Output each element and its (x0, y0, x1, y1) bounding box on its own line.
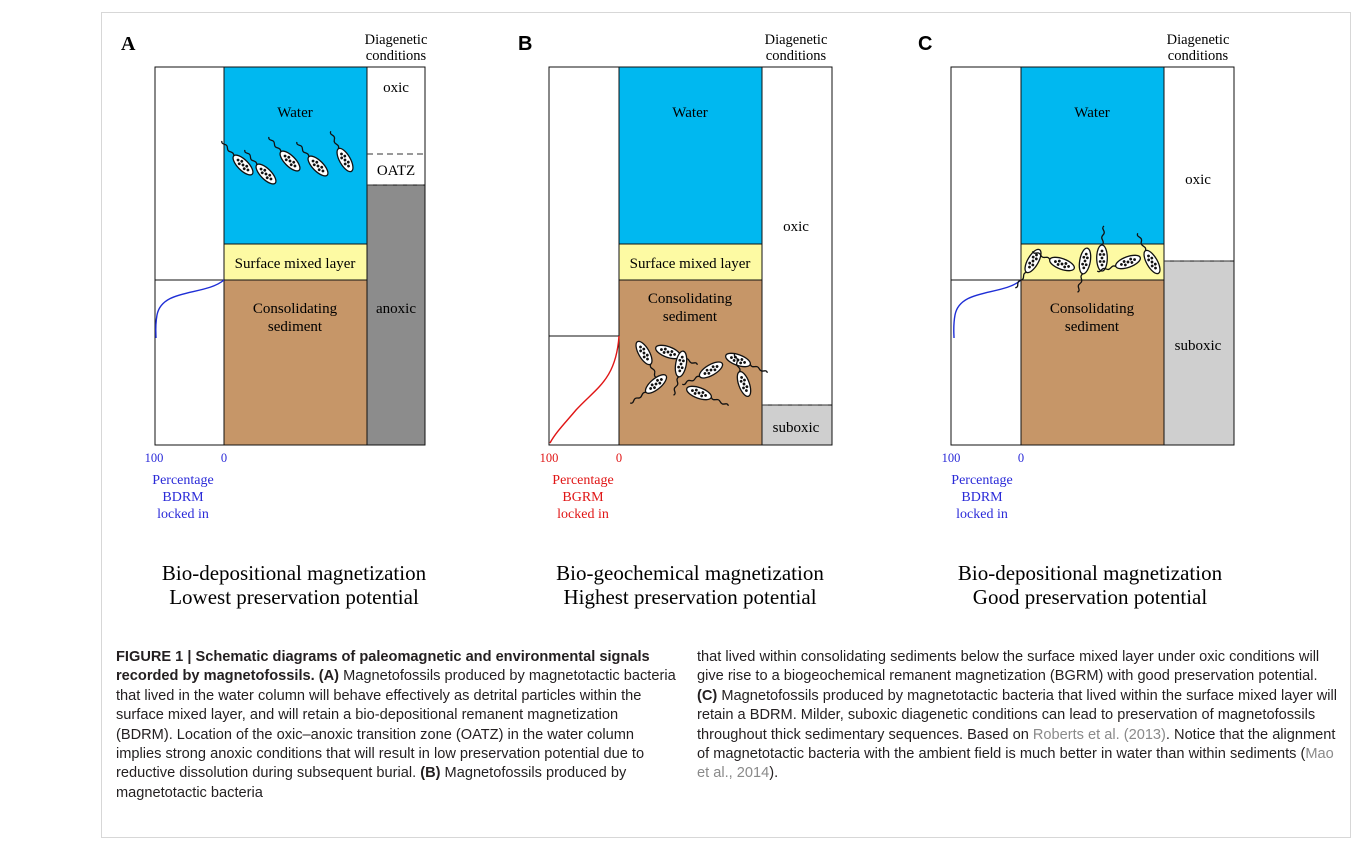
panel-a: A Diagenetic conditions Water Surface mi… (121, 32, 427, 609)
zone-suboxic: suboxic (1175, 338, 1222, 354)
caption-text-c: Magnetofossils produced by magnetotactic… (697, 687, 1337, 743)
axis-0: 0 (616, 451, 622, 465)
diag-suboxic-zone (761, 404, 833, 446)
water-layer (1021, 67, 1164, 244)
caption-text-b: Magnetofossils produced by magnetotactic… (116, 765, 627, 801)
sediment-label-line2: sediment (1065, 319, 1120, 335)
water-layer (619, 67, 762, 244)
sediment-label-line1: Consolidating (1050, 301, 1135, 317)
surface-mixed-layer (224, 244, 367, 280)
curve-label-line1: Percentage (951, 473, 1012, 488)
diag-heading-line2: conditions (766, 48, 827, 64)
panel-letter: A (121, 33, 136, 55)
figure-caption-left: FIGURE 1 | Schematic diagrams of paleoma… (116, 648, 676, 803)
caption-text-mid: . Notice that the alignment of magnetota… (697, 726, 1336, 763)
bdrm-curve (155, 279, 225, 339)
water-label: Water (672, 105, 707, 121)
diag-oxic-zone (761, 66, 833, 406)
zone-suboxic: suboxic (773, 420, 820, 436)
curve-label-line2: BGRM (562, 490, 604, 505)
curve-label-line3: locked in (956, 507, 1008, 522)
water-label: Water (1074, 105, 1109, 121)
zone-oxic: oxic (783, 219, 809, 235)
sediment-label-line1: Consolidating (253, 301, 338, 317)
curve-box (154, 66, 225, 446)
diag-heading-line1: Diagenetic (1167, 32, 1230, 48)
axis-100: 100 (540, 451, 559, 465)
panel-b: B Diagenetic conditions Water Surface mi… (518, 32, 833, 609)
citation-link[interactable]: Mao et al., 2014 (697, 746, 1334, 782)
diag-anoxic-zone (366, 184, 426, 446)
sediment-layer (1021, 280, 1164, 445)
sediment-label-line2: sediment (268, 319, 323, 335)
axis-0: 0 (221, 451, 227, 465)
curve-box (548, 66, 620, 446)
caption-text-end: ). (769, 765, 779, 782)
figure-caption-right: that lived within consolidating sediment… (697, 648, 1337, 784)
surface-mixed-layer (1021, 244, 1164, 280)
panel-title-line2: Good preservation potential (973, 585, 1208, 609)
diag-heading-line2: conditions (1168, 48, 1229, 64)
zone-anoxic: anoxic (376, 301, 416, 317)
curve-label-line3: locked in (557, 507, 609, 522)
panel-c: C Diagenetic conditions Water Consolidat… (918, 32, 1235, 609)
water-label: Water (277, 105, 312, 121)
panel-letter: C (918, 33, 932, 55)
bgrm-curve (549, 335, 620, 444)
caption-tag-c: (C) (697, 687, 718, 704)
sml-label: Surface mixed layer (235, 256, 356, 272)
panel-title-line1: Bio-depositional magnetization (162, 561, 427, 585)
figure-frame (101, 12, 1351, 838)
curve-label-line1: Percentage (152, 473, 213, 488)
axis-100: 100 (942, 451, 961, 465)
curve-label-line2: BDRM (961, 490, 1003, 505)
axis-100: 100 (145, 451, 164, 465)
diag-heading-line2: conditions (366, 48, 427, 64)
caption-tag-a: (A) (318, 668, 340, 685)
curve-label-line1: Percentage (552, 473, 613, 488)
sediment-layer (224, 280, 367, 445)
caption-tag-b: (B) (420, 765, 441, 782)
diag-heading-line1: Diagenetic (365, 32, 428, 48)
diag-oxic-zone (366, 66, 426, 186)
curve-box (950, 66, 1022, 446)
surface-mixed-layer (619, 244, 762, 280)
caption-text-a: Magnetofossils produced by magnetotactic… (116, 668, 676, 782)
diag-suboxic-zone (1163, 260, 1235, 446)
sml-label: Surface mixed layer (630, 256, 751, 272)
sediment-label-line2: sediment (663, 309, 718, 325)
diag-heading-line1: Diagenetic (765, 32, 828, 48)
caption-heading: FIGURE 1 | Schematic diagrams of paleoma… (116, 649, 650, 685)
sediment-label-line1: Consolidating (648, 291, 733, 307)
panel-title-line1: Bio-geochemical magnetization (556, 561, 824, 585)
caption-text-b-continued: that lived within consolidating sediment… (697, 649, 1320, 685)
zone-oxic: oxic (383, 80, 409, 96)
zone-oatz: OATZ (377, 163, 415, 179)
panel-title-line2: Lowest preservation potential (169, 585, 419, 609)
curve-label-line2: BDRM (162, 490, 204, 505)
bdrm-curve (953, 279, 1022, 339)
panel-title-line2: Highest preservation potential (563, 585, 816, 609)
citation-link[interactable]: Roberts et al. (2013) (1032, 726, 1166, 743)
diag-oxic-zone (1163, 66, 1235, 262)
zone-oxic: oxic (1185, 172, 1211, 188)
panel-letter: B (518, 33, 532, 55)
figure-diagram: A Diagenetic conditions Water Surface mi… (121, 32, 1235, 609)
axis-0: 0 (1018, 451, 1024, 465)
curve-label-line3: locked in (157, 507, 209, 522)
panel-title-line1: Bio-depositional magnetization (958, 561, 1223, 585)
